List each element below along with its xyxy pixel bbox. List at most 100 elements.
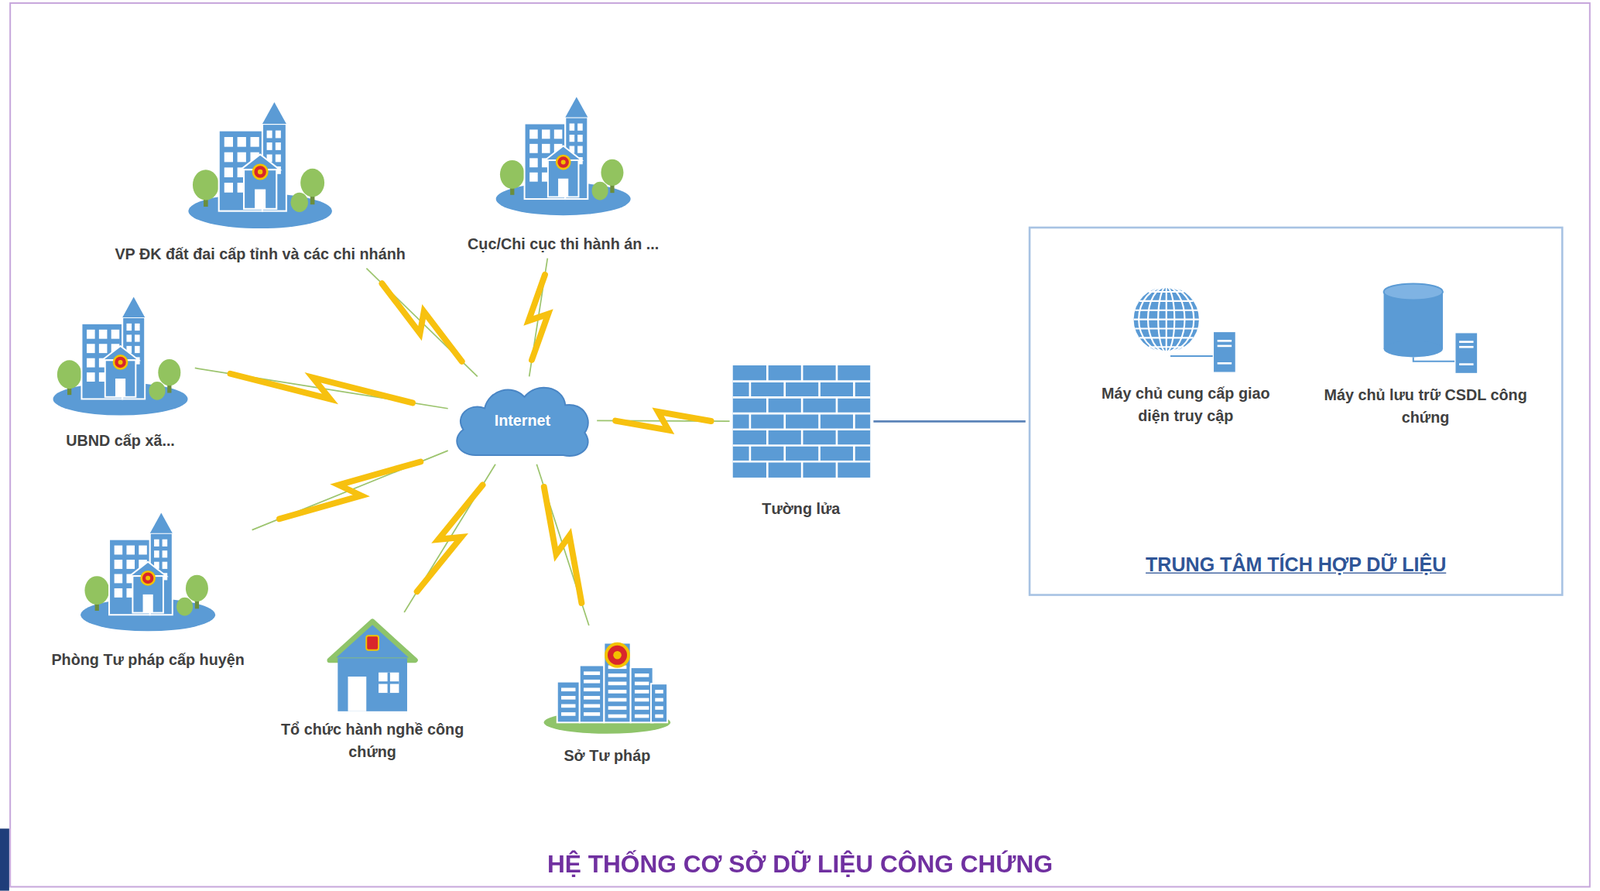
tree [157,359,181,386]
lightning-link [279,461,421,519]
node-label: Internet [494,409,552,432]
brick-joint [765,461,768,478]
window [99,329,108,340]
window-row [654,698,664,703]
connector-group [596,411,730,431]
door [115,378,126,398]
brick-joint [765,397,768,414]
window [86,329,96,340]
brick-joint [852,413,855,430]
label-holder: Máy chủ lưu trữ CSDL công chứng [1319,383,1532,429]
link-line [195,367,449,408]
server-link [1170,355,1213,357]
server-link [1413,356,1456,361]
globe [1134,286,1200,352]
tree [57,359,83,389]
brick-joint [748,413,751,430]
state-emblem-star [145,575,151,581]
brick-joint [818,445,821,463]
node-label: Phòng Tư pháp cấp huyện [51,648,244,672]
window [154,539,160,547]
connector-group [404,464,496,613]
building-icon [183,99,337,231]
window-row [561,704,576,709]
door [143,594,154,614]
brick-joint [800,461,803,478]
label-holder: Sở Tư pháp [541,744,674,768]
window-row [654,689,664,694]
link-line [529,258,549,377]
slide-frame [10,3,1590,888]
server-slot [1217,345,1232,348]
window [111,329,120,340]
window [99,343,108,353]
server-slot [1459,340,1474,343]
tree [176,597,193,617]
window-row [608,681,627,686]
brick-joint [818,413,821,430]
building-drawing [76,503,220,641]
node-label: Máy chủ lưu trữ CSDL công chứng [1323,383,1529,429]
tower-roof [565,96,588,117]
brick-joint [835,365,838,382]
title-bar: HỆ THỐNG CƠ SỞ DỮ LIỆU CÔNG CHỨNG [0,849,1600,879]
brick-joint [852,381,855,398]
state-emblem [253,164,268,179]
window [237,152,247,163]
window [126,559,135,569]
brick-joint [835,397,838,414]
connector-group [536,464,590,626]
justice-drawing [541,628,674,735]
window-bars [378,672,399,693]
label-holder: VP ĐK đất đai cấp tỉnh và các chi nhánh [110,243,410,266]
firewall-node: Tường lửa [732,365,871,521]
window [224,182,233,193]
globe-meridian [1147,286,1185,352]
window-row [583,712,600,717]
building-icon [48,291,192,422]
network-cable [873,420,1025,423]
brick-joint [800,429,803,446]
window [267,130,273,139]
node-label: Sở Tư pháp [563,744,651,768]
brick-joint [835,461,838,478]
window [86,372,96,382]
state-emblem-star [118,359,124,365]
connector-group [252,450,449,531]
office-block [579,664,605,723]
window [114,545,124,556]
tree [300,168,325,198]
label-holder: Máy chủ cung cấp giao diện truy cập [1087,382,1285,427]
label-holder: Tổ chức hành nghề công chứng [266,718,479,763]
window [114,559,124,569]
db-icon [1369,281,1482,376]
link-line [366,268,477,377]
door [254,188,266,209]
lightning-link [230,373,413,404]
data-center-panel: TRUNG TÂM TÍCH HỢP DỮ LIỆUMáy chủ cung c… [1028,226,1564,597]
window-row [634,689,649,694]
globe-meridian [1158,286,1175,352]
brick-joint [748,445,751,463]
tree [600,159,624,186]
window [577,134,583,142]
window-row [583,671,600,675]
brick-joint [800,397,803,414]
window [541,129,551,139]
building-drawing [491,89,635,223]
window-row [583,704,600,709]
brick-joint [765,429,768,446]
server-node: Máy chủ lưu trữ CSDL công chứng [1319,281,1532,429]
window [126,323,132,331]
window-row [583,687,600,692]
label-holder: Cục/Chi cục thi hành án ... [462,232,663,256]
window-row [561,712,576,717]
window-row [634,698,649,703]
window-row [608,689,627,694]
internet-cloud [456,387,589,456]
window [529,143,538,154]
window [126,545,135,556]
server-slot [1217,339,1232,343]
state-emblem-star [257,169,263,175]
